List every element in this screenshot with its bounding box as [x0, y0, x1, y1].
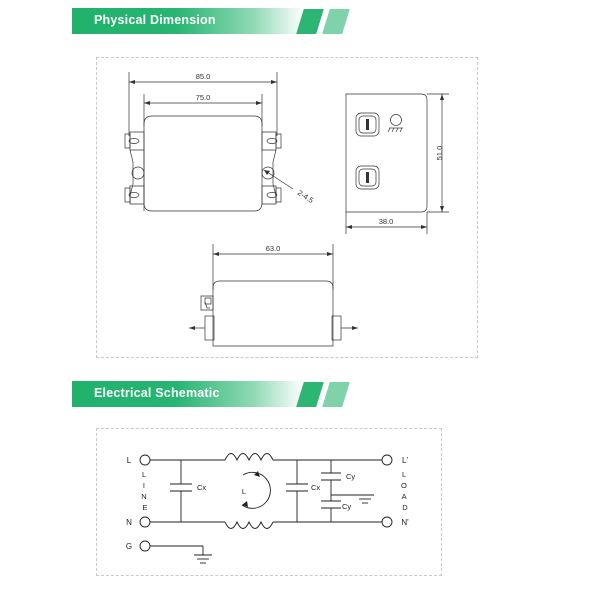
header-accent-parallelogram-light [322, 382, 350, 407]
choke-winding-top [224, 453, 274, 462]
header-accent-parallelogram-light [322, 9, 350, 34]
dim-51 [427, 93, 449, 213]
front-view-group [189, 244, 358, 347]
header-gradient-bar [72, 8, 304, 34]
physical-dimension-panel: 85.0 75.0 2-4.5 51.0 38.0 63.0 [96, 57, 478, 358]
physical-dimension-drawing: 85.0 75.0 2-4.5 51.0 38.0 63.0 [124, 72, 449, 347]
output-earth-ground [331, 494, 374, 504]
terminal-node-N-out [381, 516, 393, 528]
terminal-blade-bottom [355, 165, 380, 190]
component-label-cx-output: Cx [311, 483, 320, 492]
dim-63 [212, 244, 334, 290]
terminal-node-L-out [381, 454, 393, 466]
terminal-label-N-out: N' [401, 518, 409, 527]
dim-label-63: 63.0 [266, 244, 281, 253]
terminal-label-G: G [126, 542, 132, 551]
capacitor-cx-output [286, 460, 308, 522]
dim-75 [143, 94, 263, 126]
terminal-blade-top [355, 112, 380, 137]
component-label-choke: L [242, 487, 246, 496]
terminal-label-N: N [126, 518, 132, 527]
dim-38 [345, 212, 428, 234]
component-label-cy-upper: Cy [346, 472, 355, 481]
annotation-label-mounting-holes: 2-4.5 [296, 188, 315, 205]
side-label-load: L O A D [401, 470, 409, 512]
earth-ground-symbol [387, 114, 403, 133]
capacitor-cy-lower [321, 495, 341, 522]
component-label-cy-lower: Cy [342, 502, 351, 511]
dim-85 [128, 72, 278, 136]
terminal-label-L: L [127, 456, 132, 465]
choke-winding-bottom [224, 520, 274, 529]
component-label-cx-input: Cx [197, 483, 206, 492]
terminal-node-N [139, 516, 151, 528]
terminal-node-L [139, 454, 151, 466]
section-header-physical-dimension: Physical Dimension [72, 8, 384, 34]
dim-label-85: 85.0 [196, 72, 211, 81]
section-title: Physical Dimension [94, 13, 216, 27]
header-gradient-bar [72, 381, 304, 407]
top-view-group [124, 72, 294, 212]
dim-label-38: 38.0 [379, 217, 394, 226]
electrical-schematic-panel: L N G L' N' L I N E L O A D Cx L Cx Cy C… [96, 428, 442, 576]
section-header-electrical-schematic: Electrical Schematic [72, 381, 384, 407]
end-view-group [345, 93, 449, 234]
terminal-node-G [139, 540, 151, 552]
capacitor-cy-upper [321, 460, 341, 495]
electrical-schematic-drawing: L N G L' N' L I N E L O A D Cx L Cx Cy C… [126, 453, 409, 564]
input-earth-ground [150, 545, 212, 564]
capacitor-cx-input [170, 460, 192, 522]
side-label-line: L I N E [141, 470, 149, 512]
terminal-label-L-out: L' [402, 456, 408, 465]
section-title: Electrical Schematic [94, 386, 220, 400]
dim-label-75: 75.0 [196, 93, 211, 102]
choke-core-symbol [241, 471, 271, 509]
dim-label-51: 51.0 [435, 146, 444, 161]
